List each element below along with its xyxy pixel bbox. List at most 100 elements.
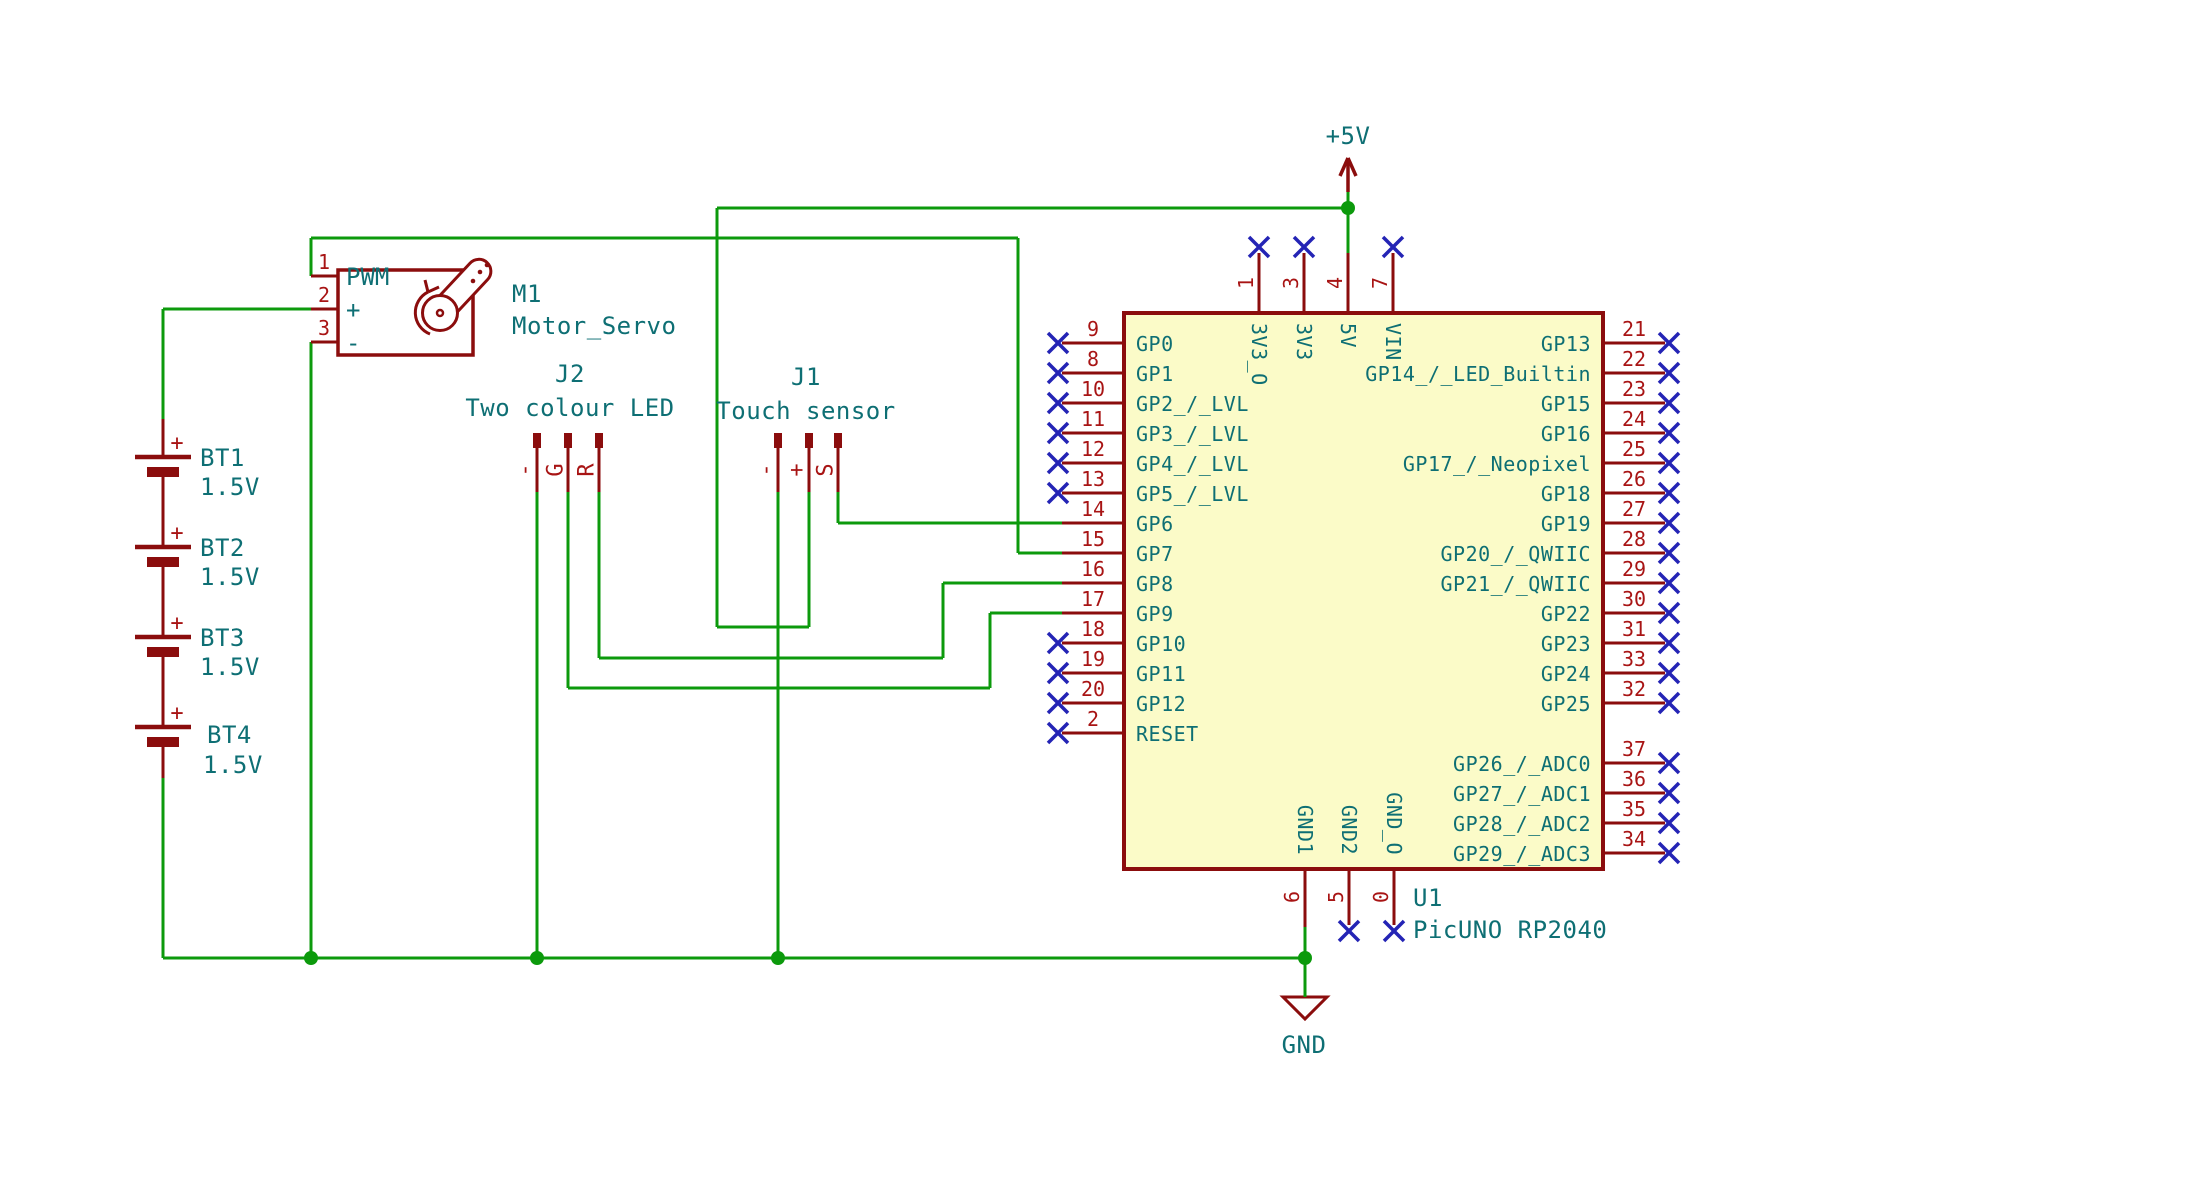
pin-name: GP21_/_QWIIC: [1441, 572, 1592, 596]
gnd-symbol[interactable]: [1279, 995, 1331, 1022]
pin-name: GP27_/_ADC1: [1453, 782, 1591, 806]
pin-name: GP14_/_LED_Builtin: [1365, 362, 1591, 386]
pin-name: GP2_/_LVL: [1136, 392, 1249, 416]
battery-reference: BT4: [207, 721, 252, 749]
connector-pad: [774, 433, 782, 448]
no-connect-icon: [1657, 661, 1681, 685]
pin-name: GP26_/_ADC0: [1453, 752, 1591, 776]
no-connect-icon: [1046, 421, 1070, 445]
no-connect-line: [1657, 331, 1681, 355]
pin-name: VIN: [1381, 323, 1405, 361]
servo-arm-dot: [484, 262, 490, 268]
no-connect-line: [1381, 235, 1405, 259]
pin-number: 21: [1622, 317, 1646, 341]
no-connect-line: [1657, 691, 1681, 715]
no-connect-line: [1657, 601, 1681, 625]
led-connector-pin-1[interactable]: -: [513, 433, 542, 492]
battery-plus-sign: +: [170, 701, 183, 726]
pin-number: 17: [1081, 587, 1105, 611]
pin-name: GP0: [1136, 332, 1174, 356]
chip-body[interactable]: [1122, 311, 1605, 871]
pin-name: GP10: [1136, 632, 1186, 656]
pin-name: GP29_/_ADC3: [1453, 842, 1591, 866]
battery-value: 1.5V: [200, 473, 260, 501]
no-connect-line: [1046, 331, 1070, 355]
battery-BT2[interactable]: +: [135, 521, 191, 637]
battery-BT3[interactable]: +: [135, 611, 191, 727]
pin-number: 31: [1622, 617, 1646, 641]
battery-value: 1.5V: [203, 751, 263, 779]
pin-number: 10: [1081, 377, 1105, 401]
no-connect-line: [1292, 235, 1316, 259]
no-connect-line: [1247, 235, 1271, 259]
pin-number: 29: [1622, 557, 1646, 581]
gnd-label: GND: [1282, 1031, 1327, 1059]
no-connect-line: [1657, 571, 1681, 595]
no-connect-icon: [1657, 451, 1681, 475]
no-connect-line: [1657, 811, 1681, 835]
plus5v-symbol[interactable]: [1338, 157, 1358, 192]
junction-dot: [1341, 201, 1355, 215]
no-connect-icon: [1046, 451, 1070, 475]
plus5v-label: +5V: [1326, 122, 1371, 150]
pin-name: GP23: [1541, 632, 1591, 656]
battery-value: 1.5V: [200, 563, 260, 591]
touch-connector-pin-1[interactable]: -: [754, 433, 783, 492]
pin-number: 6: [1280, 891, 1304, 903]
pin-number: 26: [1622, 467, 1646, 491]
led-connector-value: Two colour LED: [465, 394, 674, 422]
touch-connector-pin-2[interactable]: +: [785, 433, 814, 492]
pin-name: GP12: [1136, 692, 1186, 716]
pin-label: S: [814, 463, 839, 476]
pin-name: GP24: [1541, 662, 1591, 686]
led-connector-pin-2[interactable]: G: [544, 433, 573, 492]
servo-pin-3: 3-: [311, 316, 360, 357]
pin-name: -: [346, 329, 360, 357]
pin-name: GND_O: [1382, 792, 1406, 855]
battery-plate-short: [147, 737, 179, 747]
pin-number: 37: [1622, 737, 1646, 761]
no-connect-icon: [1046, 481, 1070, 505]
pin-name: GP1: [1136, 362, 1174, 386]
no-connect-icon: [1657, 391, 1681, 415]
connector-pad: [564, 433, 572, 448]
pin-name: GP19: [1541, 512, 1591, 536]
junction-dot: [771, 951, 785, 965]
no-connect-icon: [1046, 361, 1070, 385]
pin-name: GP17_/_Neopixel: [1403, 452, 1591, 476]
servo-symbol[interactable]: [336, 254, 496, 357]
battery-BT1[interactable]: +: [135, 419, 191, 547]
no-connect-icon: [1381, 235, 1405, 259]
led-connector-pin-3[interactable]: R: [575, 433, 604, 492]
battery-reference: BT1: [200, 444, 245, 472]
pin-number: 2: [1087, 707, 1099, 731]
touch-connector-pin-3[interactable]: S: [814, 433, 843, 492]
pin-number: 4: [1323, 277, 1347, 289]
pin-name: GP16: [1541, 422, 1591, 446]
top-pin-5V: 45V: [1323, 253, 1360, 348]
battery-plus-sign: +: [170, 521, 183, 546]
battery-BT4[interactable]: +: [135, 701, 191, 778]
no-connect-line: [1046, 661, 1070, 685]
no-connect-line: [1657, 751, 1681, 775]
servo-arm-dot: [477, 269, 483, 275]
no-connect-icon: [1046, 331, 1070, 355]
junction-dot: [304, 951, 318, 965]
pin-label: -: [513, 463, 538, 476]
pin-name: GP15: [1541, 392, 1591, 416]
no-connect-line: [1657, 541, 1681, 565]
connector-pad: [834, 433, 842, 448]
pin-number: 7: [1368, 277, 1392, 289]
pin-name: GP7: [1136, 542, 1174, 566]
